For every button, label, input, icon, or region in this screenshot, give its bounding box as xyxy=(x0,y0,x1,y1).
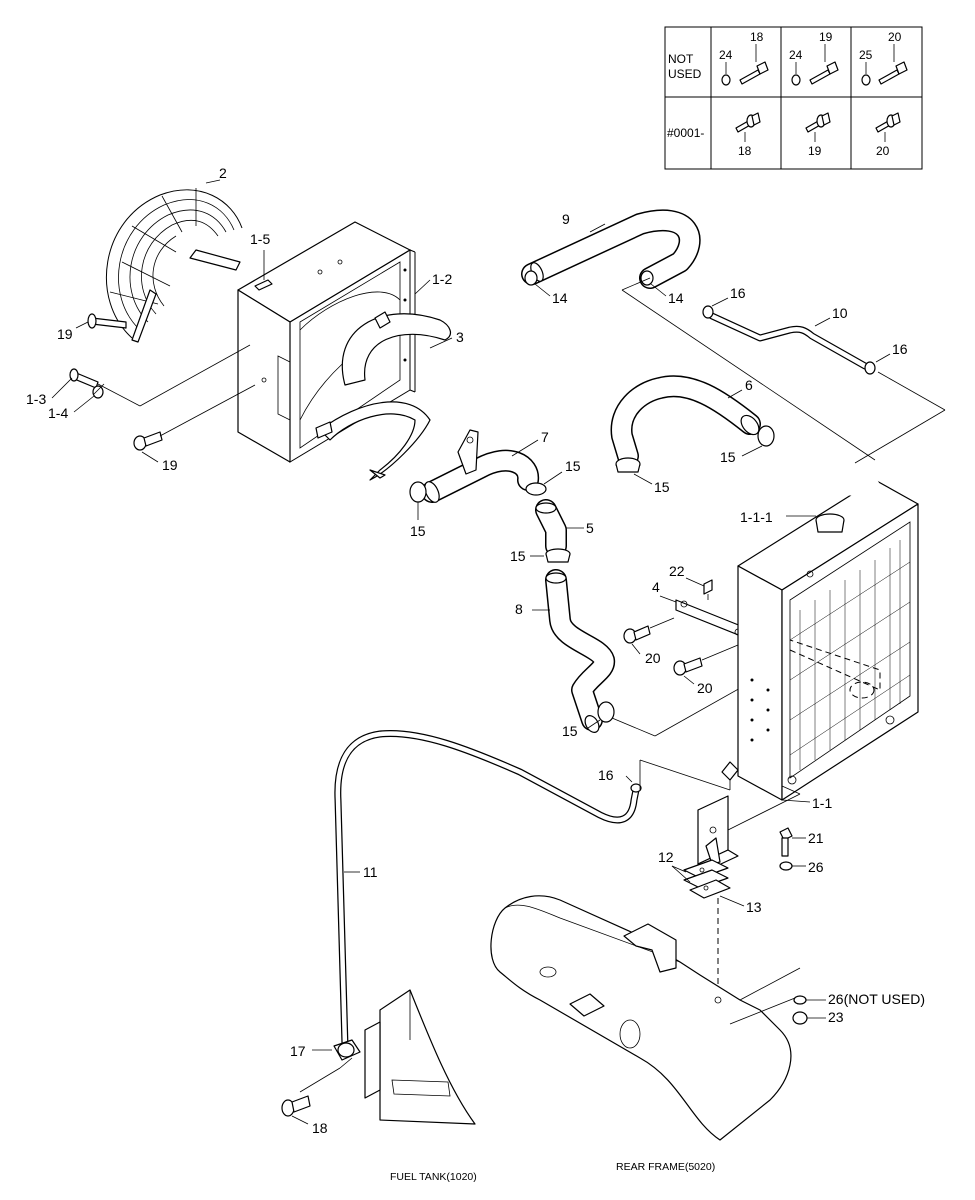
caption-fuel-tank: FUEL TANK(1020) xyxy=(390,1171,477,1183)
parts-table: NOT USED #0001- 24 18 24 19 25 20 xyxy=(664,26,923,170)
hose-8 xyxy=(532,569,616,733)
label-part-13: 13 xyxy=(746,899,762,915)
label-part-1-1: 1-1 xyxy=(812,795,832,811)
label-part-4: 4 xyxy=(652,579,660,595)
shim-plates xyxy=(683,859,731,990)
label-part-1-2: 1-2 xyxy=(432,271,452,287)
label-part-7: 7 xyxy=(541,429,549,445)
hose-7 xyxy=(421,429,540,503)
label-part-26: 26 xyxy=(808,859,824,875)
label-part-15-b: 15 xyxy=(654,479,670,495)
label-part-14-right: 14 xyxy=(668,290,684,306)
washer-26-not-used xyxy=(793,995,826,1005)
label-part-23: 23 xyxy=(828,1009,844,1025)
label-part-9: 9 xyxy=(562,211,570,227)
washer-1-4 xyxy=(92,383,105,399)
clamp-15-d xyxy=(525,471,563,496)
table-c1-washer-number: 24 xyxy=(719,48,733,62)
hose-5 xyxy=(535,499,584,557)
caption-rear-frame: REAR FRAME(5020) xyxy=(616,1161,715,1173)
label-part-1-5: 1-5 xyxy=(250,231,270,247)
hose-9 xyxy=(521,209,701,289)
clamp-14-right xyxy=(640,270,667,297)
clamp-15-c xyxy=(409,481,427,520)
clamp-15-b xyxy=(615,457,653,485)
bolt-18 xyxy=(281,1095,311,1125)
clamp-16-right xyxy=(864,353,891,375)
label-part-20-b: 20 xyxy=(697,680,713,696)
label-part-22: 22 xyxy=(669,563,685,579)
tube-10 xyxy=(708,312,869,370)
label-part-1-4: 1-4 xyxy=(48,405,68,421)
radiator xyxy=(721,479,919,801)
label-part-19-bottom: 19 xyxy=(162,457,178,473)
label-part-12: 12 xyxy=(658,849,674,865)
clamp-15-a xyxy=(741,425,775,457)
table-serial-label: #0001- xyxy=(667,126,704,140)
fan-guard xyxy=(105,179,243,343)
table-c1-bolt-number: 18 xyxy=(750,30,764,44)
label-part-15-a: 15 xyxy=(720,449,736,465)
label-part-1-1-1: 1-1-1 xyxy=(740,509,773,525)
label-part-16-right: 16 xyxy=(892,341,908,357)
table-r2-c1-number: 18 xyxy=(738,144,752,158)
bracket-4 xyxy=(659,595,747,639)
table-border xyxy=(664,26,923,170)
label-part-15-d: 15 xyxy=(565,458,581,474)
clamp-14-left xyxy=(524,270,551,297)
bolt-21 xyxy=(779,827,806,857)
label-part-17: 17 xyxy=(290,1043,306,1059)
fuel-tank xyxy=(364,989,476,1125)
label-part-16-top: 16 xyxy=(730,285,746,301)
label-part-14-left: 14 xyxy=(552,290,568,306)
table-c3-washer-number: 25 xyxy=(859,48,873,62)
label-part-6: 6 xyxy=(745,377,753,393)
radiator-inlet-pipe xyxy=(797,474,880,510)
radiator-cap xyxy=(815,513,845,533)
label-part-8: 8 xyxy=(515,601,523,617)
clamp-17 xyxy=(299,1039,361,1093)
label-part-15-e: 15 xyxy=(510,548,526,564)
label-part-1-3: 1-3 xyxy=(26,391,46,407)
label-part-21: 21 xyxy=(808,830,824,846)
label-part-5: 5 xyxy=(586,520,594,536)
table-used-label: USED xyxy=(668,67,702,81)
label-part-15-c: 15 xyxy=(410,523,426,539)
label-part-3: 3 xyxy=(456,329,464,345)
radiator-drain-holes xyxy=(750,678,770,742)
bolt-20-a xyxy=(623,617,675,655)
label-part-16-mid: 16 xyxy=(598,767,614,783)
label-part-2: 2 xyxy=(219,165,227,181)
hose-6 xyxy=(610,375,761,467)
flange-bolt-icon xyxy=(735,112,901,142)
nut-22 xyxy=(703,579,713,600)
label-part-19-top: 19 xyxy=(57,326,73,342)
clamp-16-top xyxy=(702,297,729,319)
label-part-20-a: 20 xyxy=(645,650,661,666)
fan-ring xyxy=(315,311,452,481)
label-part-10: 10 xyxy=(832,305,848,321)
table-c2-washer-number: 24 xyxy=(789,48,803,62)
washer-icon xyxy=(721,74,871,86)
label-part-18: 18 xyxy=(312,1120,328,1136)
clamp-16-mid xyxy=(625,759,731,793)
fan-shroud xyxy=(237,221,416,463)
clamp-15-e xyxy=(530,548,571,563)
table-not-label: NOT xyxy=(668,52,694,66)
nut-23 xyxy=(792,1011,826,1025)
bolt-19-bottom xyxy=(133,384,256,463)
table-r2-c2-number: 19 xyxy=(808,144,822,158)
rear-frame xyxy=(490,895,801,1141)
label-part-11: 11 xyxy=(363,864,378,880)
fuel-line-11 xyxy=(334,729,640,1050)
label-part-26-not-used: 26(NOT USED) xyxy=(828,991,925,1007)
label-part-15-f: 15 xyxy=(562,723,578,739)
washer-26 xyxy=(779,861,806,871)
bolt-icon xyxy=(725,44,908,85)
bolt-19-top xyxy=(75,313,127,329)
table-c2-bolt-number: 19 xyxy=(819,30,833,44)
table-r2-c3-number: 20 xyxy=(876,144,890,158)
table-c3-bolt-number: 20 xyxy=(888,30,902,44)
